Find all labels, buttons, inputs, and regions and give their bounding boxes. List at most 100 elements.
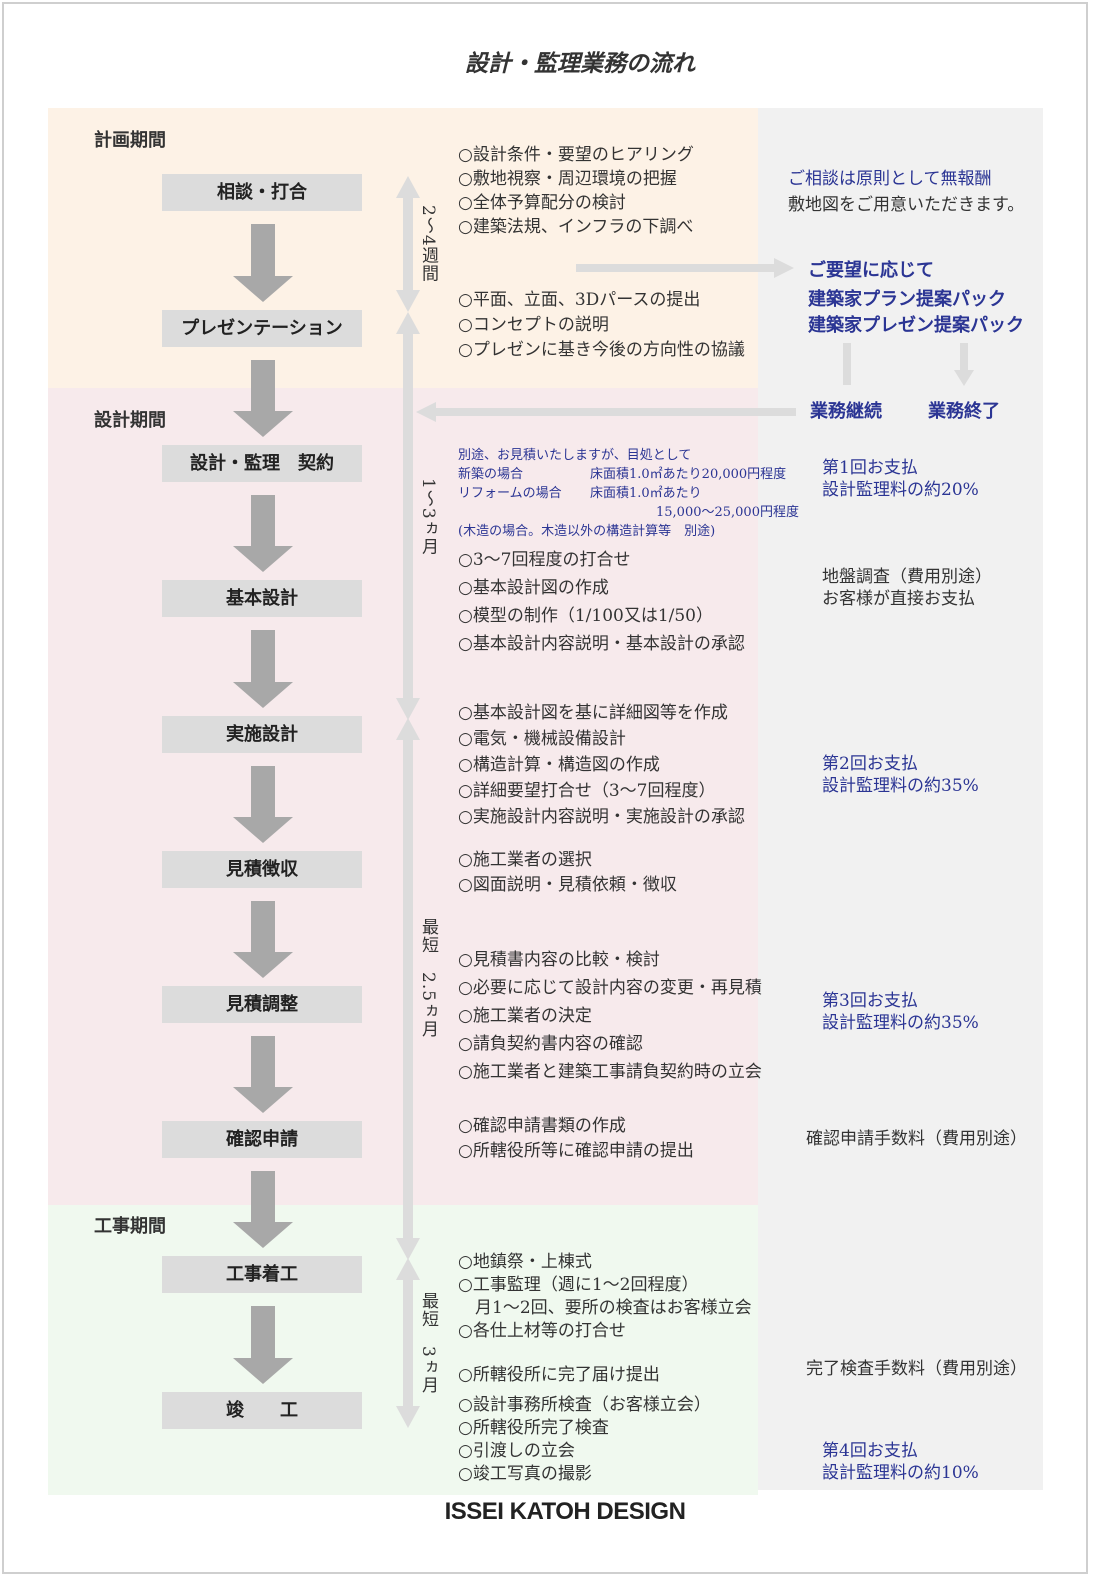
flow-arrow-head [233,1358,293,1384]
duration-detail-line [403,738,413,1240]
payment-amount: 設計監理料の約20% [822,480,979,500]
flow-arrow-shaft [251,766,275,817]
fee-estimate-note: 別途、お見積いたしますが、目処として 新築の場合床面積1.0㎡あたり20,000… [458,446,799,541]
end-service-label: 業務終了 [928,401,1000,422]
fee-note-line: (木造の場合。木造以外の構造計算等 別途) [458,524,716,539]
permit-fee-note: 確認申請手数料（費用別途） [806,1129,1027,1149]
flow-arrow-head [233,276,293,302]
payment-title: 第3回お支払 [822,991,918,1011]
soil-survey-line: 地盤調査（費用別途） [822,567,992,587]
payment-amount: 設計監理料の約35% [822,776,979,796]
step-construction-start: 工事着工 [162,1256,362,1293]
flow-arrow-head [233,1222,293,1248]
payment-4: 第4回お支払 設計監理料の約10% [822,1440,979,1484]
soil-survey-line: お客様が直接お支払 [822,589,975,609]
duration-construction-arrow-top [396,1258,420,1280]
step-completion: 竣 工 [162,1392,362,1429]
to-packs-arrow-head [774,258,794,278]
to-end-line [960,343,968,371]
to-packs-arrow-line [576,264,776,272]
task-item: ○構造計算・構造図の作成 [458,755,660,775]
continue-service-label: 業務継続 [810,401,882,422]
payment-title: 第1回お支払 [822,458,918,478]
duration-detail-label: 最短 2.5ヵ月 [418,918,438,1039]
payment-title: 第2回お支払 [822,754,918,774]
to-continue-line [843,343,851,385]
task-item: ○所轄役所等に確認申請の提出 [458,1141,694,1161]
step-contract: 設計・監理 契約 [162,445,362,482]
task-item: ○施工業者と建築工事請負契約時の立会 [458,1062,762,1082]
task-item: ○施工業者の決定 [458,1006,592,1026]
flow-arrow-shaft [251,901,275,952]
task-item: ○平面、立面、3Dパースの提出 [458,290,701,310]
task-item: ○コンセプトの説明 [458,315,609,335]
task-item: ○地鎮祭・上棟式 [458,1252,592,1272]
continue-return-arrow-head [416,402,436,422]
task-item: ○所轄役所完了検査 [458,1418,609,1438]
flow-arrow-head [233,682,293,708]
payment-1: 第1回お支払 設計監理料の約20% [822,457,979,501]
flow-arrow-shaft [251,630,275,682]
step-presentation: プレゼンテーション [162,310,362,347]
task-item: 月1〜2回、要所の検査はお客様立会 [458,1298,752,1318]
task-item: ○基本設計図を基に詳細図等を作成 [458,703,728,723]
flow-arrow-shaft [251,1171,275,1222]
duration-basic-label: 1〜3ヵ月 [418,478,438,556]
duration-construction-line [403,1278,413,1408]
task-item: ○各仕上材等の打合せ [458,1321,626,1341]
right-notes-panel [758,108,1043,1490]
duration-basic-arrow-bottom [396,698,420,720]
flow-arrow-head [233,952,293,978]
plan-pack-label: 建築家プラン提案パック [808,289,1006,310]
flow-arrow-head [233,1087,293,1113]
payment-2: 第2回お支払 設計監理料の約35% [822,753,979,797]
flow-arrow-shaft [251,1306,275,1358]
task-item: ○実施設計内容説明・実施設計の承認 [458,807,745,827]
task-item: ○プレゼンに基き今後の方向性の協議 [458,340,745,360]
step-detailed-design: 実施設計 [162,716,362,753]
on-request-label: ご要望に応じて [808,260,934,281]
task-item: ○竣工写真の撮影 [458,1464,592,1484]
design-period-label: 設計期間 [94,410,166,431]
task-item: ○図面説明・見積依頼・徴収 [458,875,677,895]
task-item: ○設計事務所検査（お客様立会） [458,1395,711,1415]
duration-basic-arrow-top [396,312,420,334]
flow-arrow-shaft [251,1036,275,1087]
duration-construction-label: 最短 3ヵ月 [418,1292,438,1394]
duration-plan-label: 2〜4週間 [418,205,438,283]
flow-arrow-shaft [251,360,275,411]
continue-return-arrow-line [436,408,796,416]
duration-detail-arrow-bottom [396,1238,420,1260]
presentation-pack-label: 建築家プレゼン提案パック [808,315,1024,336]
fee-note-newbuild: 新築の場合 [458,467,524,482]
task-item: ○施工業者の選択 [458,850,592,870]
task-item: ○請負契約書内容の確認 [458,1034,643,1054]
payment-title: 第4回お支払 [822,1441,918,1461]
plan-period-label: 計画期間 [94,130,166,151]
fee-note-line: 15,000〜25,000円程度 [656,505,799,520]
fee-note-newbuild-rate: 床面積1.0㎡あたり20,000円程度 [590,467,787,482]
task-item: ○工事監理（週に1〜2回程度） [458,1275,699,1295]
fee-note-line: リフォームの場合床面積1.0㎡あたり [458,484,799,503]
flow-arrow-shaft [251,224,275,276]
to-end-arrow-head [954,370,974,386]
task-item: ○基本設計内容説明・基本設計の承認 [458,634,745,654]
flow-arrow-head [233,411,293,437]
task-item: ○必要に応じて設計内容の変更・再見積 [458,978,762,998]
tasks-completion: ○所轄役所に完了届け提出 ○設計事務所検査（お客様立会） ○所轄役所完了検査 ○… [458,1364,711,1486]
task-item: ○敷地視察・周辺環境の把握 [458,169,677,189]
task-item: ○3〜7回程度の打合せ [458,550,631,570]
task-item: ○引渡しの立会 [458,1441,575,1461]
company-logo: ISSEI KATOH DESIGN [444,1498,686,1525]
step-permit-application: 確認申請 [162,1121,362,1158]
duration-construction-arrow-bottom [396,1406,420,1428]
fee-note-reform-rate: 床面積1.0㎡あたり [590,486,702,501]
duration-basic-line [403,332,413,700]
tasks-estimate-adjustment: ○見積書内容の比較・検討 ○必要に応じて設計内容の変更・再見積 ○施工業者の決定… [458,946,762,1086]
tasks-estimate-collection: ○施工業者の選択 ○図面説明・見積依頼・徴収 [458,848,677,898]
construction-period-label: 工事期間 [94,1216,166,1237]
duration-plan-arrow-top [396,176,420,198]
task-item: ○基本設計図の作成 [458,578,609,598]
tasks-presentation: ○平面、立面、3Dパースの提出 ○コンセプトの説明 ○プレゼンに基き今後の方向性… [458,288,745,363]
task-item: ○見積書内容の比較・検討 [458,950,660,970]
